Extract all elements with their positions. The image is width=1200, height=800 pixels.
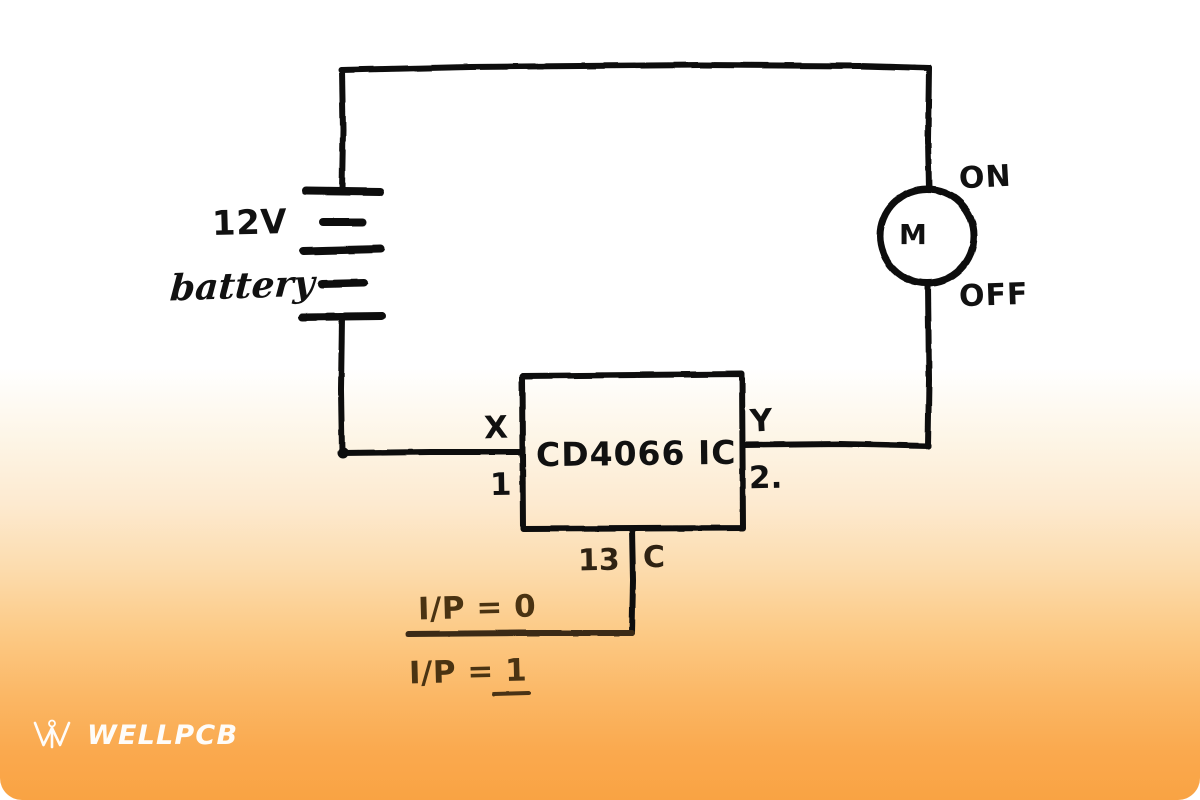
battery-name-label: battery: [168, 262, 316, 310]
ic-pin-2-number-label: 2.: [748, 459, 783, 497]
wellpcb-brand-text: WELLPCB: [87, 719, 239, 751]
wellpcb-w-logo-icon: [33, 719, 71, 749]
ic-pin-c-label: C: [642, 539, 666, 576]
control-input-low-label: I/P = 0: [417, 588, 537, 628]
ic-pin-13-number-label: 13: [577, 542, 621, 579]
battery-plate-long-2: [299, 245, 385, 255]
wire-battery-negative-lead: [338, 314, 345, 456]
wire-control-input-line: [405, 630, 635, 637]
battery-plate-short-2: [318, 279, 368, 288]
motor-state-off-label: OFF: [958, 276, 1030, 315]
wire-ic-control-pin: [629, 526, 636, 636]
wire-motor-lower-lead: [925, 281, 932, 449]
wire-battery-to-ic-input: [339, 449, 525, 456]
ic-body-outline: [519, 371, 746, 532]
motor-symbol-circle: [876, 185, 978, 287]
motor-state-on-label: ON: [958, 158, 1013, 197]
wire-top-supply: [338, 62, 932, 73]
wellpcb-watermark: WELLPCB: [32, 718, 238, 752]
ic-pin-x-label: X: [483, 409, 509, 447]
wellpcb-logo-node-icon: [48, 719, 56, 728]
input-high-underline: [492, 691, 530, 696]
ic-pin-y-label: Y: [749, 402, 774, 440]
wire-ic-output-to-motor: [740, 441, 931, 449]
control-input-high-label: I/P = 1: [408, 652, 528, 692]
ic-name-label: CD4066 IC: [535, 432, 737, 475]
battery-voltage-label: 12V: [211, 202, 288, 244]
wire-battery-positive-lead: [339, 67, 346, 193]
junction-dot-left: [337, 447, 349, 459]
wire-motor-upper-lead: [925, 65, 932, 192]
ic-pin-1-number-label: 1: [489, 466, 512, 504]
motor-symbol-label: M: [899, 218, 927, 251]
battery-plate-long-1: [302, 187, 384, 196]
